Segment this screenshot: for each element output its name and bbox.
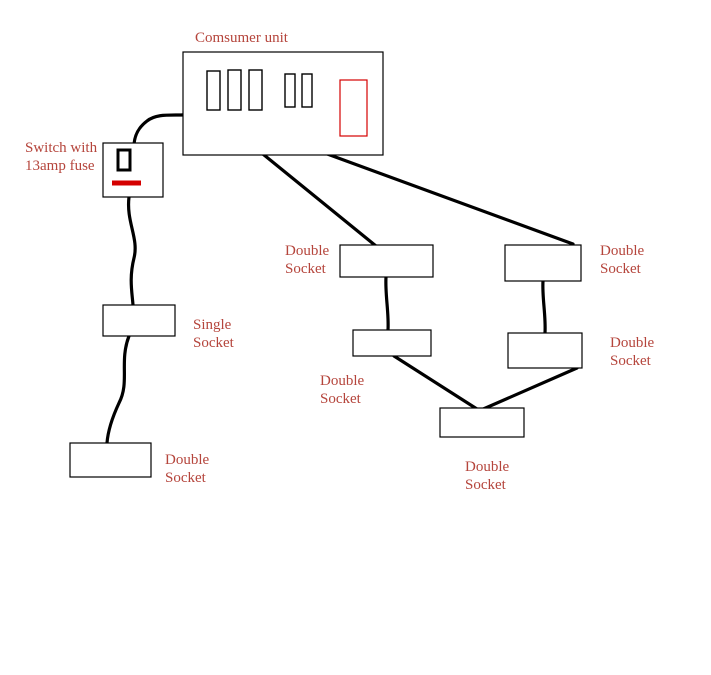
double-socket-mid-lower-label: Double Socket (320, 373, 365, 407)
double-socket-bottom-label: Double Socket (465, 459, 510, 493)
double-socket-mid-top-box (339, 244, 434, 278)
fused-switch-label: Switch with 13amp fuse (25, 140, 98, 174)
wire-switch-to-single-socket (126, 195, 137, 307)
breaker-3 (248, 69, 263, 111)
breaker-2 (227, 69, 242, 111)
breaker-5 (301, 73, 313, 108)
wire-mid-lower-to-bottom-socket (392, 354, 479, 411)
single-socket-box (102, 304, 176, 337)
double-socket-right-lower-box (507, 332, 583, 369)
double-socket-bottom-box (439, 407, 525, 438)
consumer-unit-label: Comsumer unit (195, 30, 288, 46)
fused-switch-box (102, 142, 164, 198)
double-socket-right-top-label: Double Socket (600, 243, 645, 277)
double-socket-mid-top-label: Double Socket (285, 243, 330, 277)
wire-bottom-to-right-lower-socket (479, 366, 579, 412)
wire-mid-top-to-mid-lower-socket (384, 275, 390, 332)
main-switch-red-breaker (339, 79, 368, 137)
breaker-4 (284, 73, 296, 108)
double-socket-right-lower-label: Double Socket (610, 335, 655, 369)
double-socket-right-top-box (504, 244, 582, 282)
double-socket-bottom-left-label: Double Socket (165, 452, 210, 486)
breaker-1 (206, 70, 221, 111)
switch-toggle-icon (116, 148, 132, 172)
wire-single-to-bottom-left-socket (105, 334, 131, 445)
double-socket-mid-lower-box (352, 329, 432, 357)
single-socket-label: Single Socket (193, 317, 234, 351)
double-socket-bottom-left-box (69, 442, 152, 478)
wire-right-top-to-right-lower-socket (541, 279, 547, 335)
